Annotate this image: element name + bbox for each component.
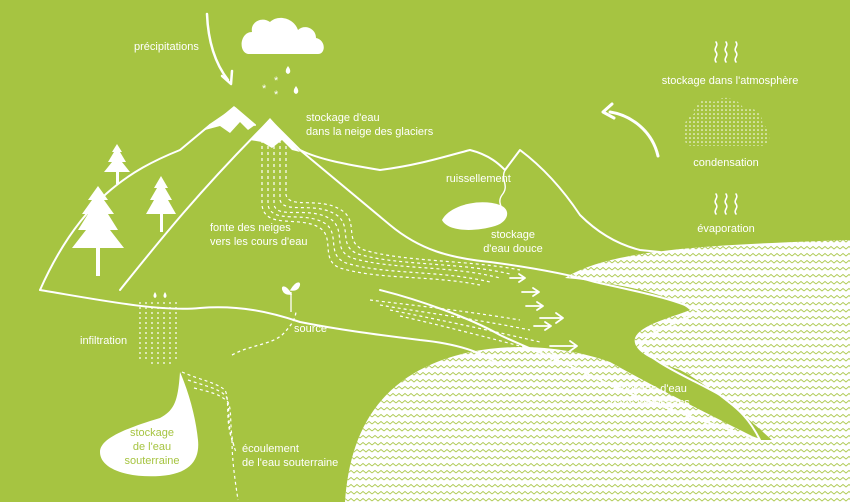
- infiltration-drops: [153, 292, 167, 298]
- ground-line: [39, 289, 501, 366]
- label-precipitation: précipitations: [134, 41, 199, 53]
- snowcap-right: [250, 118, 300, 152]
- label-snowmelt: fonte des neiges vers les cours d'eau: [210, 221, 307, 249]
- label-groundwater-flow-line2: de l'eau souterraine: [242, 457, 339, 469]
- label-atmosphere-storage: stockage dans l'atmosphère: [661, 75, 799, 87]
- label-fresh-water-line1: stockage: [490, 229, 536, 241]
- label-groundwater-storage-line1: stockage: [129, 427, 175, 439]
- label-groundwater-storage-line2: de l'eau: [132, 441, 172, 453]
- right-mountain-outline: [299, 149, 661, 253]
- arrow-icon: [509, 273, 578, 361]
- snowcap-left: [205, 106, 255, 133]
- sprout-icon: [281, 282, 301, 312]
- label-evaporation: évaporation: [697, 223, 755, 235]
- label-fresh-water-line2: d'eau douce: [483, 243, 543, 255]
- label-snowmelt-line2: vers les cours d'eau: [210, 236, 308, 248]
- label-groundwater-storage-line3: souterraine: [124, 455, 180, 467]
- lake: [442, 202, 508, 230]
- svg-text:*: *: [262, 83, 267, 95]
- label-snowmelt-line1: fonte des neiges: [210, 222, 291, 234]
- label-condensation: condensation: [693, 157, 759, 169]
- label-ocean-storage-line2: dans les océans: [610, 397, 690, 409]
- label-snow-storage: stockage d'eau dans la neige des glacier…: [306, 111, 466, 139]
- steam-icon: [714, 41, 738, 63]
- label-groundwater-flow: écoulement de l'eau souterraine: [242, 442, 338, 470]
- cloud-icon: [241, 17, 324, 54]
- snowflake-icon: * * *: [262, 75, 279, 101]
- raindrop-icon: [285, 66, 299, 94]
- cycle-arrow: [608, 110, 660, 158]
- tree-icon: [72, 144, 176, 276]
- label-spring: source: [294, 323, 328, 335]
- groundwater-blob: [100, 372, 199, 477]
- label-runoff: ruissellement: [446, 173, 511, 185]
- label-infiltration: infiltration: [80, 335, 128, 347]
- label-groundwater-flow-line1: écoulement: [242, 443, 299, 455]
- label-ocean-storage-line1: stockage d'eau: [613, 383, 687, 395]
- condensation-dots-icon: [683, 97, 770, 146]
- label-snow-storage-line1: stockage d'eau: [306, 112, 380, 124]
- precipitation-arrow: [205, 12, 230, 82]
- label-groundwater-storage: stockage de l'eau souterraine: [112, 426, 192, 468]
- svg-text:*: *: [274, 89, 279, 101]
- hill-outline: [39, 124, 211, 291]
- svg-text:*: *: [274, 75, 279, 87]
- label-ocean-storage: stockage d'eau dans les océans: [600, 382, 700, 410]
- label-fresh-water: stockage d'eau douce: [478, 228, 548, 256]
- label-snow-storage-line2: dans la neige des glaciers: [306, 126, 434, 138]
- mountain-outline: [119, 119, 761, 441]
- steam-icon: [714, 193, 738, 215]
- infiltration-lines: [139, 302, 177, 366]
